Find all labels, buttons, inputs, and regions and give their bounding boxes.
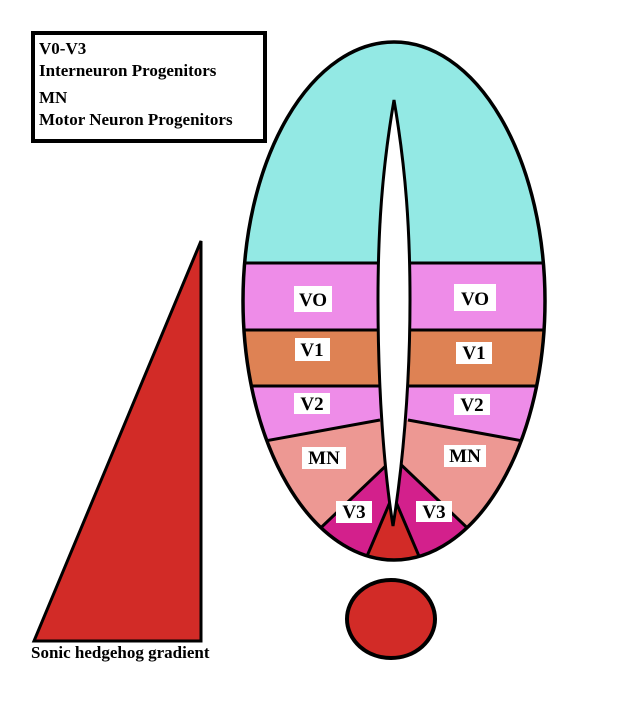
legend-box: V0-V3 Interneuron Progenitors MN Motor N… [31,31,267,143]
v1-right-label-bg [456,342,492,364]
band-labels: VO VO V1 V1 V2 V2 MN MN V3 V3 [294,284,496,523]
legend-mn-desc: Motor Neuron Progenitors [39,110,233,129]
vo-left-label-bg [294,286,332,312]
legend-mn-label: MN [39,88,68,107]
mn-left-label: MN [308,448,340,469]
v1-left-label-bg [295,338,330,361]
v3-left-label: V3 [342,502,365,523]
v2-right-label-bg [454,394,490,415]
v2-left-label-bg [294,393,330,414]
v3-right-label: V3 [422,502,445,523]
mn-right-label: MN [449,446,481,467]
shh-source-circle [345,578,437,660]
vo-left-label: VO [299,290,327,311]
divider-mn-v3-left [306,456,396,542]
divider-v3-floor-left [354,494,395,560]
legend-interneuron-block: V0-V3 Interneuron Progenitors [39,38,261,82]
floor-plate-wedge [356,495,430,560]
v1-left-label: V1 [300,340,323,361]
v2-left-label: V2 [300,394,323,415]
shh-gradient-caption: Sonic hedgehog gradient [31,643,210,662]
v3-right-label-bg [416,501,452,522]
divider-mn-v3-right [392,456,482,542]
divider-v3-floor-right [391,494,432,560]
v2-right-label: V2 [460,395,483,416]
legend-mn-block: MN Motor Neuron Progenitors [39,87,261,131]
vo-right-label-bg [454,284,496,311]
v1-right-label: V1 [462,343,485,364]
v3-left-label-bg [336,501,372,523]
mn-left-label-bg [302,447,346,469]
legend-range-label: V0-V3 [39,39,87,58]
vo-right-label: VO [461,289,489,310]
lumen-slit [376,99,412,527]
neural-tube-outline [241,40,547,562]
mn-right-label-bg [444,445,486,467]
shh-gradient-triangle [31,240,203,643]
legend-range-desc: Interneuron Progenitors [39,61,217,80]
